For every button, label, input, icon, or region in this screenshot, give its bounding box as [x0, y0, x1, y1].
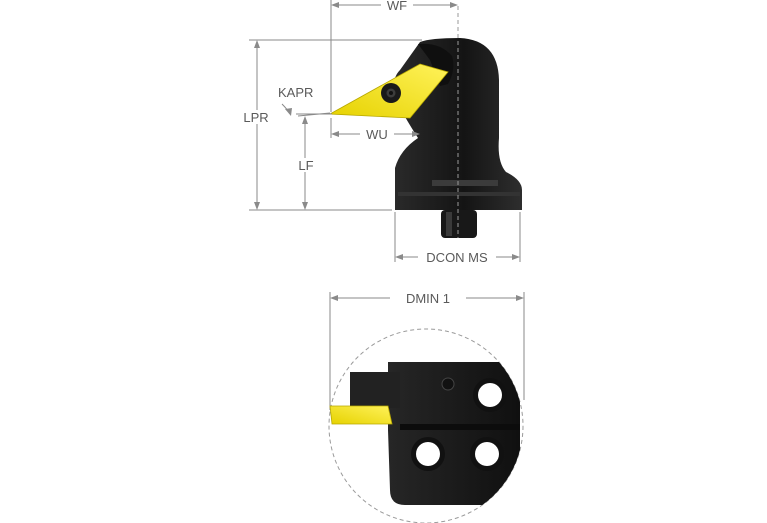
label-dcon-ms: DCON MS	[426, 250, 488, 265]
cutting-insert-front	[329, 405, 393, 425]
minimum-bore-circle	[328, 328, 524, 523]
head-step	[350, 372, 400, 408]
label-wf: WF	[387, 0, 407, 13]
label-kapr: KAPR	[278, 85, 313, 100]
label-lf: LF	[298, 158, 313, 173]
label-lpr: LPR	[243, 110, 268, 125]
collar-groove	[432, 180, 498, 186]
label-wu: WU	[366, 127, 388, 142]
small-screw-icon	[441, 377, 455, 391]
label-dmin-1: DMIN 1	[406, 291, 450, 306]
minimum-bore-view: DMIN 1	[328, 290, 525, 523]
collar-band	[398, 192, 520, 196]
side-view	[328, 6, 522, 238]
dimensions-side: WF LPR KAPR WU LF DCON MS	[236, 0, 521, 265]
shank-highlight	[446, 212, 452, 236]
